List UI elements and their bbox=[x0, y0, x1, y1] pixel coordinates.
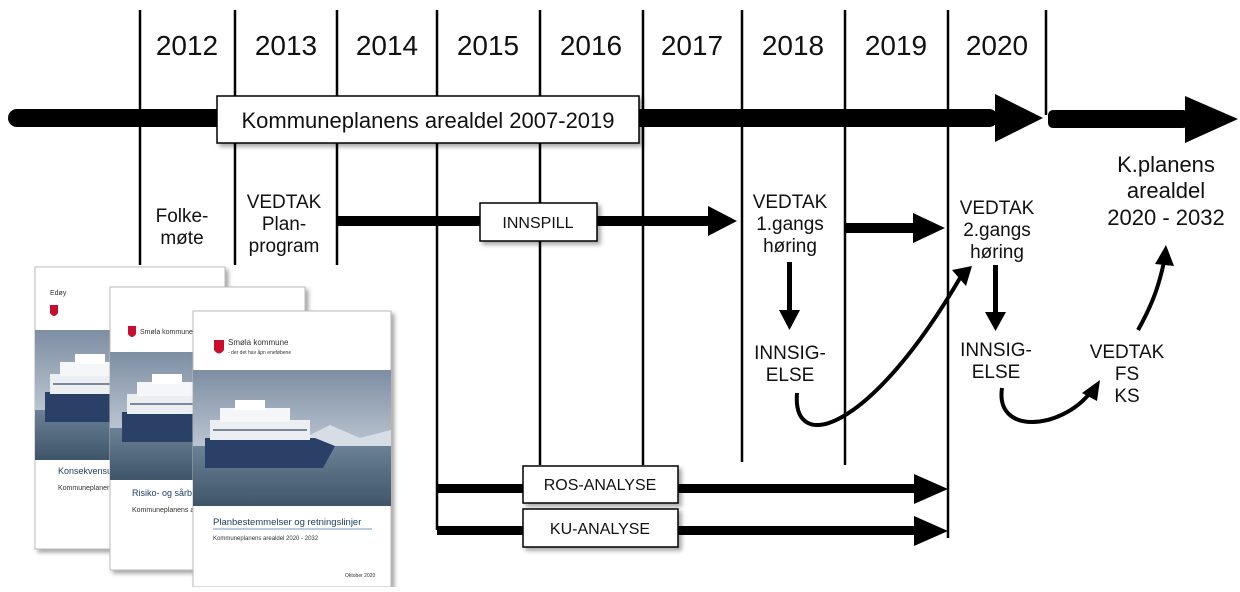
svg-text:- der det hav åpn eneføbene: - der det hav åpn eneføbene bbox=[228, 349, 291, 356]
svg-text:Oktober 2020: Oktober 2020 bbox=[345, 573, 376, 579]
vedtak-2gangs-label: VEDTAK 2.gangs høring bbox=[960, 198, 1035, 263]
svg-text:ELSE: ELSE bbox=[972, 362, 1021, 383]
svg-text:K.planens: K.planens bbox=[1117, 152, 1215, 177]
new-plan-label: K.planens arealdel 2020 - 2032 bbox=[1107, 152, 1224, 230]
year-label: 2013 bbox=[255, 30, 317, 61]
hoering-arrow bbox=[845, 213, 945, 243]
year-label: 2019 bbox=[865, 30, 927, 61]
ku-analyse-box bbox=[522, 508, 679, 548]
svg-text:KS: KS bbox=[1114, 386, 1139, 407]
svg-text:2.gangs: 2.gangs bbox=[963, 220, 1031, 241]
svg-text:program: program bbox=[249, 236, 320, 257]
down-arrow-innsigelse-2 bbox=[985, 265, 1006, 331]
vedtak-1gangs-label: VEDTAK 1.gangs høring bbox=[753, 192, 828, 257]
svg-text:arealdel: arealdel bbox=[1127, 178, 1205, 203]
svg-text:1.gangs: 1.gangs bbox=[756, 214, 824, 235]
svg-text:Kommuneplanens arealde: Kommuneplanens arealde bbox=[58, 485, 140, 492]
year-label: 2020 bbox=[966, 30, 1028, 61]
folkemote-label: Folke- møte bbox=[156, 206, 209, 249]
svg-text:Smøla kommune: Smøla kommune bbox=[140, 329, 193, 336]
down-arrow-innsigelse-1 bbox=[779, 262, 800, 330]
year-labels: 2012 2013 2014 2015 2016 2017 2018 2019 … bbox=[156, 30, 1028, 61]
svg-text:VEDTAK: VEDTAK bbox=[1090, 342, 1165, 363]
new-plan-arrow bbox=[1048, 96, 1238, 143]
svg-text:Risiko- og sårbar: Risiko- og sårbar bbox=[132, 488, 200, 498]
innsigelse-2-label: INNSIG- ELSE bbox=[960, 340, 1032, 383]
logo-icon bbox=[214, 340, 224, 354]
ros-analyse-label: ROS-ANALYSE bbox=[544, 477, 657, 494]
year-label: 2018 bbox=[762, 30, 824, 61]
svg-text:VEDTAK: VEDTAK bbox=[247, 192, 322, 213]
curved-arrow-to-2gangs bbox=[794, 266, 972, 427]
ros-analyse-arrow bbox=[437, 474, 948, 504]
year-label: 2012 bbox=[156, 30, 218, 61]
svg-text:Konsekvensut: Konsekvensut bbox=[58, 466, 115, 476]
curved-arrow-to-fs-ks bbox=[999, 380, 1100, 424]
year-label: 2016 bbox=[560, 30, 622, 61]
svg-text:høring: høring bbox=[970, 242, 1024, 263]
svg-text:INNSIG-: INNSIG- bbox=[754, 343, 826, 364]
svg-text:møte: møte bbox=[160, 228, 203, 249]
main-plan-label: Kommuneplanens arealdel 2007-2019 bbox=[241, 108, 614, 133]
svg-text:VEDTAK: VEDTAK bbox=[753, 192, 828, 213]
vedtak-planprogram-label: VEDTAK Plan- program bbox=[247, 192, 322, 257]
svg-text:Kommuneplanens arealdel: Kommuneplanens arealdel bbox=[132, 507, 216, 514]
curved-arrow-to-new-plan bbox=[1136, 245, 1174, 331]
svg-text:Folke-: Folke- bbox=[156, 206, 209, 227]
svg-text:VEDTAK: VEDTAK bbox=[960, 198, 1035, 219]
vedtak-fs-ks-label: VEDTAK FS KS bbox=[1090, 342, 1165, 407]
year-label: 2014 bbox=[356, 30, 418, 61]
svg-text:Planbestemmelser og retningsli: Planbestemmelser og retningslinjer bbox=[213, 517, 361, 528]
ku-analyse-arrow bbox=[437, 516, 948, 546]
svg-text:FS: FS bbox=[1115, 364, 1139, 385]
svg-text:ELSE: ELSE bbox=[766, 365, 815, 386]
innspill-box bbox=[479, 202, 598, 242]
document-planbestemmelser: Smøla kommune - der det hav åpn eneføben… bbox=[192, 310, 392, 588]
logo-icon bbox=[50, 305, 58, 316]
ros-analyse-box bbox=[522, 465, 679, 504]
innsigelse-1-label: INNSIG- ELSE bbox=[754, 343, 826, 386]
svg-text:INNSIG-: INNSIG- bbox=[960, 340, 1032, 361]
svg-text:Smøla kommune: Smøla kommune bbox=[228, 338, 289, 347]
year-label: 2015 bbox=[457, 30, 519, 61]
svg-text:Plan-: Plan- bbox=[262, 214, 306, 235]
logo-icon bbox=[128, 326, 136, 337]
svg-text:2020 - 2032: 2020 - 2032 bbox=[1107, 205, 1224, 230]
svg-text:Edøy: Edøy bbox=[50, 290, 67, 297]
svg-text:Kommuneplanens arealdel 2020 -: Kommuneplanens arealdel 2020 - 2032 bbox=[213, 536, 319, 542]
innspill-label: INNSPILL bbox=[502, 215, 573, 232]
svg-text:høring: høring bbox=[763, 236, 817, 257]
year-label: 2017 bbox=[661, 30, 723, 61]
main-plan-box bbox=[216, 95, 640, 144]
ku-analyse-label: KU-ANALYSE bbox=[550, 521, 650, 538]
